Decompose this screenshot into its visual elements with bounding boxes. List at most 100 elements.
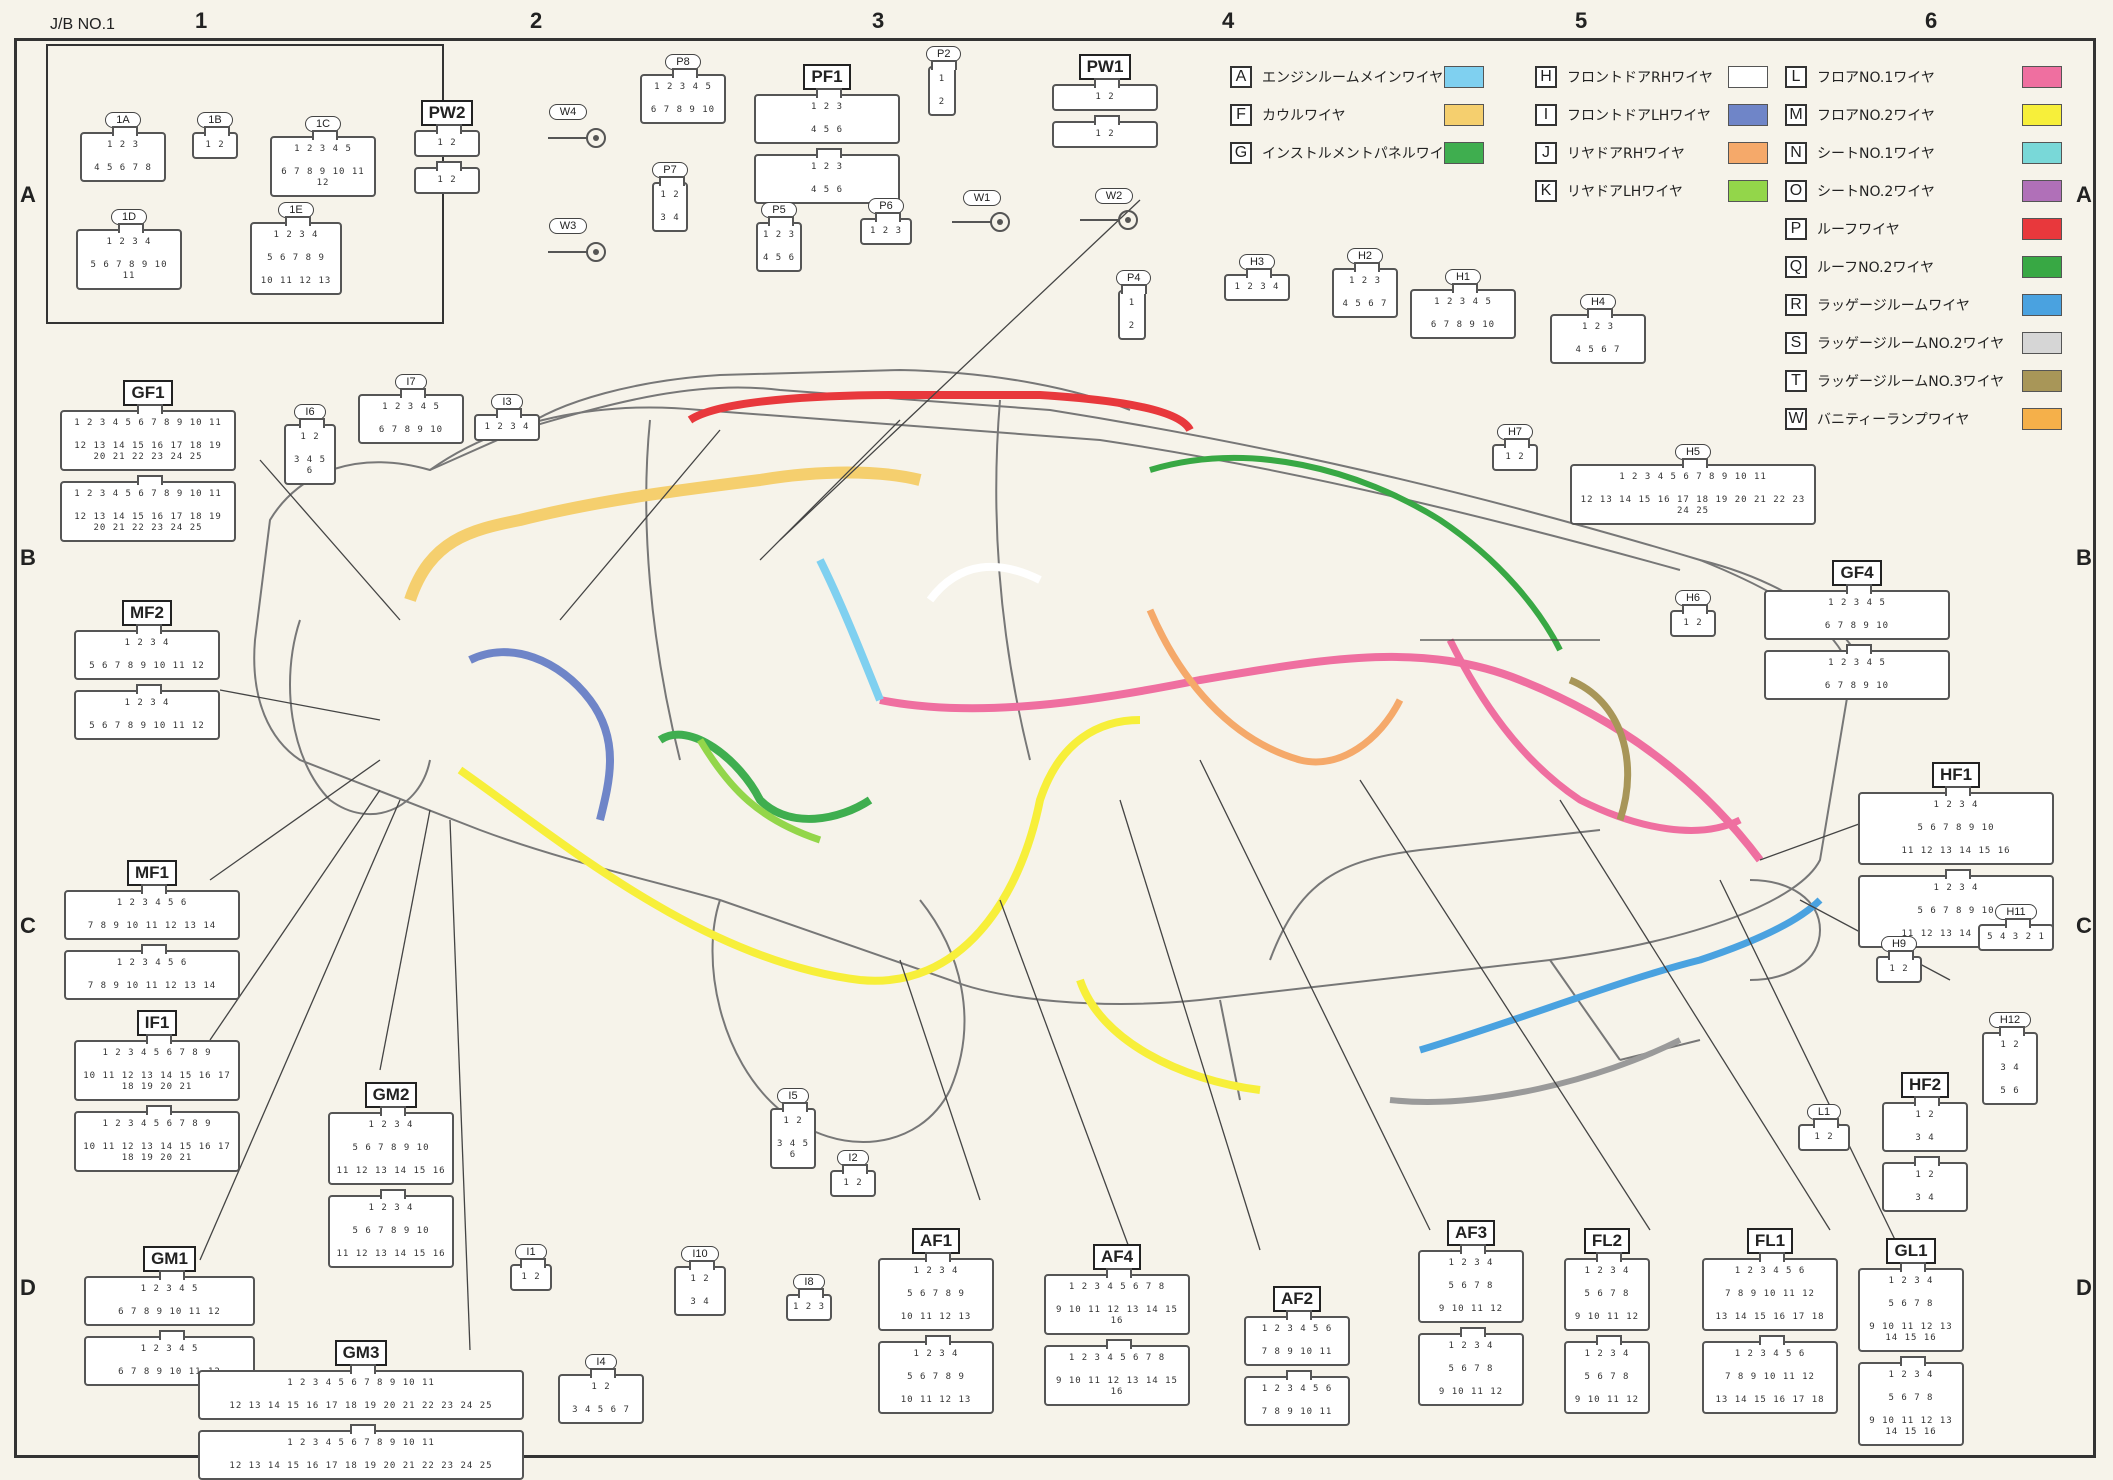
connector-latch [137, 475, 163, 485]
pin-row: 1 2 3 4 [913, 1349, 959, 1359]
legend-swatch [1728, 104, 1768, 126]
connector-W3: W3 [548, 214, 588, 234]
pin-row: 1 2 3 4 [368, 1203, 414, 1213]
pin-row: 5 6 7 8 [1584, 1289, 1630, 1299]
column-number-4: 4 [1222, 8, 1235, 33]
pin-row: 3 4 [660, 213, 680, 223]
connector-label: AF4 [1092, 1244, 1142, 1270]
pin-row: 1 2 3 4 5 6 [116, 958, 188, 968]
column-number-6: 6 [1925, 8, 1938, 33]
ring-terminal-icon [548, 240, 608, 268]
instrument-panel-harness [657, 730, 873, 823]
connector-label: GM3 [334, 1340, 388, 1366]
legend-swatch [2022, 66, 2062, 88]
legend-code: J [1535, 142, 1557, 164]
ring-terminal-icon [1080, 208, 1140, 236]
pin-row: 10 11 12 13 14 15 16 17 18 19 20 21 [83, 1071, 231, 1092]
connector-latch [520, 1258, 546, 1268]
pin-row: 1 2 3 4 5 6 7 8 9 10 11 [74, 418, 222, 428]
connector-latch [816, 88, 842, 98]
pin-row: 1 2 3 4 5 6 7 8 9 10 11 [287, 1378, 435, 1388]
connector-label: PF1 [803, 64, 851, 90]
pin-row: 1 2 3 4 5 6 7 8 9 [102, 1119, 212, 1129]
connector-latch [1846, 584, 1872, 594]
connector-face: 1 2 3 4 [652, 176, 688, 232]
legend-name: エンジンルームメインワイヤ [1262, 70, 1444, 86]
pin-row: 4 5 6 7 [1575, 345, 1621, 355]
connector-GF1: GF1 1 2 3 4 5 6 7 8 9 10 11 12 13 14 15 16… [58, 380, 238, 542]
pin-row: 13 14 15 16 17 18 [1715, 1395, 1825, 1405]
pin-row: 1 2 3 4 [1584, 1349, 1630, 1359]
connector-latch [875, 212, 901, 222]
connector-label: FL1 [1746, 1228, 1794, 1254]
pin-row: 6 7 8 9 10 11 12 [118, 1367, 221, 1377]
connector-label: P4 [1116, 270, 1152, 286]
pin-row: 1 2 3 4 5 [1434, 297, 1492, 307]
connector-latch [1094, 78, 1120, 88]
legend-name: シートNO.1ワイヤ [1817, 146, 1935, 162]
pin-row: 12 13 14 15 16 17 18 19 20 21 22 23 24 2… [74, 512, 222, 533]
pin-row: 1 2 [437, 175, 457, 185]
pin-row: 10 11 12 13 [260, 276, 332, 286]
luggage-room-no3-harness [1568, 676, 1632, 822]
connector-latch [118, 223, 144, 233]
connector-face: 1 2 [192, 126, 238, 159]
connector-latch [436, 124, 462, 134]
connector-label: W1 [962, 190, 1002, 206]
pin-row: 9 10 11 12 [1574, 1312, 1640, 1322]
pin-row: 1 2 3 [1581, 322, 1615, 332]
legend-name: リヤドアLHワイヤ [1567, 184, 1683, 200]
connector-label: GF1 [123, 380, 173, 406]
pin-row: 7 8 9 10 11 [1261, 1347, 1333, 1357]
connector-latch [141, 944, 167, 954]
leader-lines [199, 199, 1951, 1351]
pin-row: 1 2 3 4 5 [1828, 658, 1886, 668]
pin-row: 1 2 3 4 5 6 7 8 9 [102, 1048, 212, 1058]
connector-latch [842, 1164, 868, 1174]
pin-row: 5 6 7 8 [1448, 1281, 1494, 1291]
ring-terminal-icon [548, 126, 608, 154]
connector-latch [1813, 1118, 1839, 1128]
pin-row: 5 6 7 8 [1584, 1372, 1630, 1382]
connector-latch [1900, 1356, 1926, 1366]
legend-code: I [1535, 104, 1557, 126]
connector-label: H3 [1238, 254, 1276, 270]
connector-label: PW2 [420, 100, 474, 126]
pin-row: 3 4 5 6 7 [572, 1405, 630, 1415]
connector-latch [1759, 1335, 1785, 1345]
connector-face: 5 4 3 2 1 [1978, 918, 2054, 951]
pin-row: 1 2 [437, 138, 457, 148]
connector-latch [1460, 1244, 1486, 1254]
pin-row: 1 2 3 4 [368, 1120, 414, 1130]
connector-face: 1 2 [1798, 1118, 1850, 1151]
pin-row: 5 6 7 8 9 10 [1917, 823, 1995, 833]
connector-latch [798, 1288, 824, 1298]
connector-face: 1 2 [830, 1164, 876, 1197]
connector-latch [158, 1330, 185, 1340]
pin-row: 5 6 7 8 9 [907, 1372, 965, 1382]
pin-row: 1 2 [660, 190, 680, 200]
